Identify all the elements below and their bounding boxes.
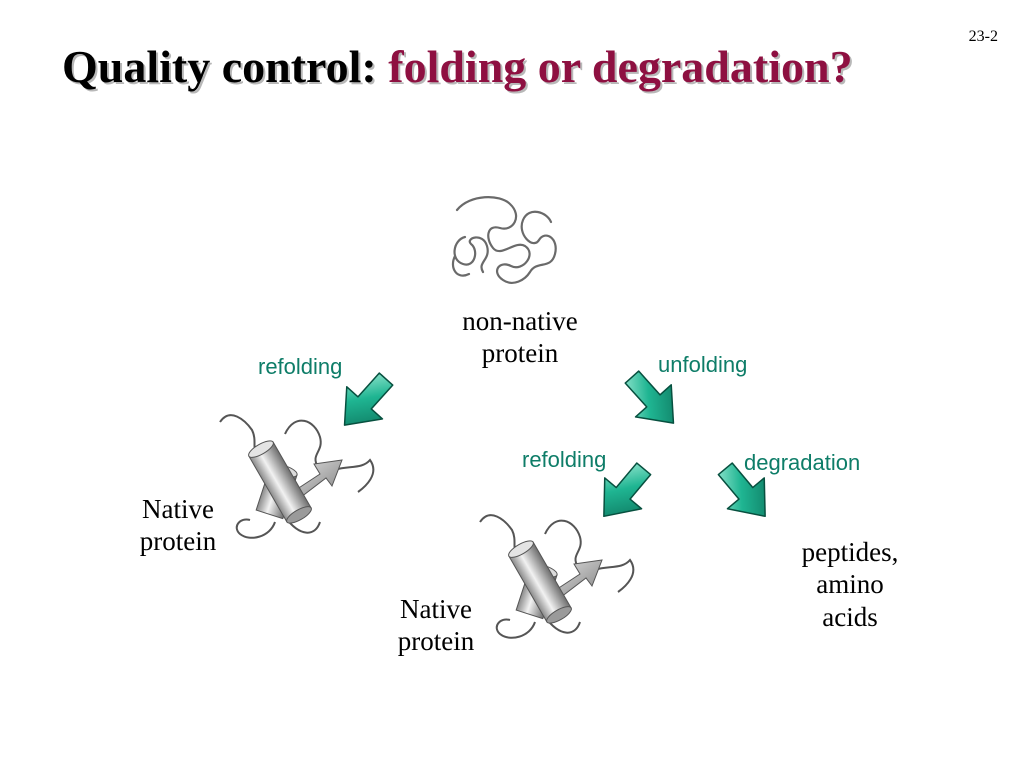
nonnative-line2: protein [481,338,559,369]
native-protein-center-icon [479,514,635,639]
title-accent: folding or degradation? [388,41,853,92]
title-plain: Quality control: [62,41,377,92]
degradation-label: degradation [744,450,861,475]
refolding-left-label: refolding [258,354,343,379]
page-title: Quality control: folding or degradation? [62,41,853,93]
native-left-line1: Native [142,494,214,524]
nonnative-protein-icon [451,196,557,284]
refolding-center-label: refolding [522,447,607,472]
native-protein-left-icon [219,414,375,539]
native-left-line2: protein [139,526,217,557]
nonnative-protein-label: non-native protein [440,305,600,370]
products-line3: acids [822,601,878,632]
degradation-products-label: peptides, amino acids [770,536,930,633]
native-protein-left-label: Native protein [118,493,238,558]
unfolding-label: unfolding [658,352,748,377]
slide-number: 23-2 [968,28,998,45]
native-protein-center-label: Native protein [376,593,496,658]
products-line2: amino [816,569,884,600]
native-center-line2: protein [397,626,475,657]
products-line1: peptides, [801,537,899,567]
nonnative-line1: non-native [462,306,578,336]
native-center-line1: Native [400,594,472,624]
